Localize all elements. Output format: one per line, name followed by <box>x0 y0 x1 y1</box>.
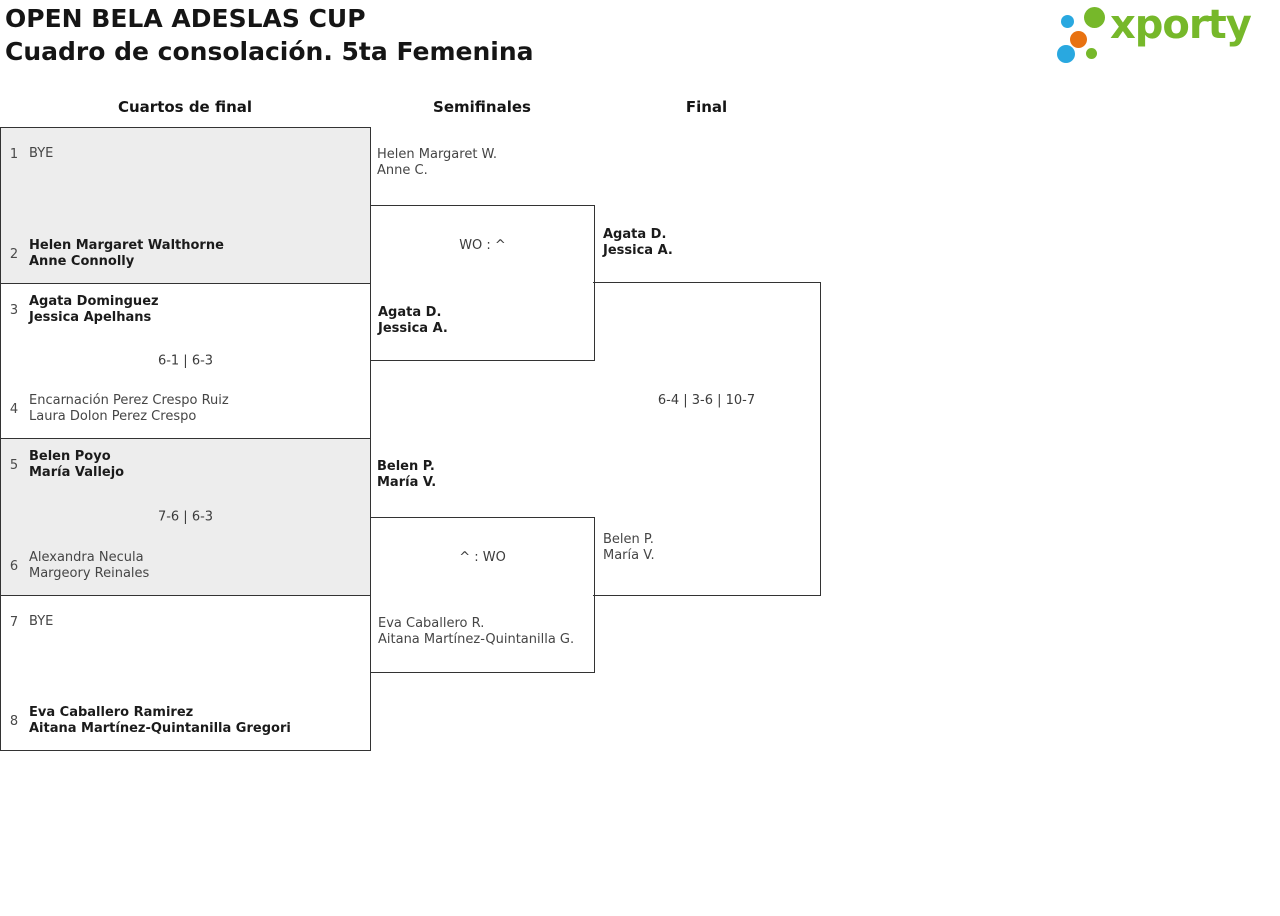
tournament-name: OPEN BELA ADESLAS CUP <box>5 4 366 33</box>
match-score: WO : ^ <box>459 238 506 253</box>
seed-number: 1 <box>9 146 19 162</box>
match-score: 6-4 | 3-6 | 10-7 <box>657 393 756 408</box>
match-box-sf1: WO : ^ Agata D.Jessica A. <box>370 205 595 361</box>
seed-number: 8 <box>9 713 19 729</box>
sf1-bottom-team: Agata D.Jessica A. <box>378 305 448 336</box>
seed-number: 3 <box>9 302 19 318</box>
logo-dot-icon <box>1057 45 1075 63</box>
page-title: OPEN BELA ADESLAS CUP Cuadro de consolac… <box>5 2 534 68</box>
logo-dot-icon <box>1086 48 1097 59</box>
final-top-team: Agata D.Jessica A. <box>603 227 673 258</box>
seed-number: 2 <box>9 246 19 262</box>
seed-number: 5 <box>9 457 19 473</box>
bracket-subtitle: Cuadro de consolación. 5ta Femenina <box>5 37 534 66</box>
match-score: 7-6 | 6-3 <box>157 509 214 525</box>
logo-dot-icon <box>1061 15 1074 28</box>
seed-number: 6 <box>9 558 19 574</box>
sf2-top-team: Belen P.María V. <box>377 459 437 490</box>
round-header-quarterfinals: Cuartos de final <box>117 98 253 116</box>
match-score: ^ : WO <box>459 550 506 565</box>
team-row: 1 BYE <box>7 137 360 171</box>
team-row: 7 BYE <box>7 605 360 639</box>
xporty-logo: xporty <box>1048 0 1278 70</box>
sf2-bottom-team: Eva Caballero R.Aitana Martínez-Quintani… <box>378 616 575 647</box>
team-name: BYE <box>29 146 54 161</box>
match-score: 6-1 | 6-3 <box>157 353 214 369</box>
team-name: BYE <box>29 614 54 629</box>
logo-wordmark: xporty <box>1110 2 1252 48</box>
match-box-sf2: ^ : WO Eva Caballero R.Aitana Martínez-Q… <box>370 517 595 673</box>
round-header-semifinals: Semifinales <box>433 98 531 116</box>
seed-number: 4 <box>9 401 19 417</box>
round-header-final: Final <box>685 98 728 116</box>
seed-number: 7 <box>9 614 19 630</box>
logo-dot-icon <box>1084 7 1105 28</box>
final-bottom-team: Belen P.María V. <box>603 532 655 563</box>
match-box-final: 6-4 | 3-6 | 10-7 Belen P.María V. <box>593 282 821 596</box>
logo-dot-icon <box>1070 31 1087 48</box>
sf1-top-team: Helen Margaret W.Anne C. <box>377 147 498 178</box>
